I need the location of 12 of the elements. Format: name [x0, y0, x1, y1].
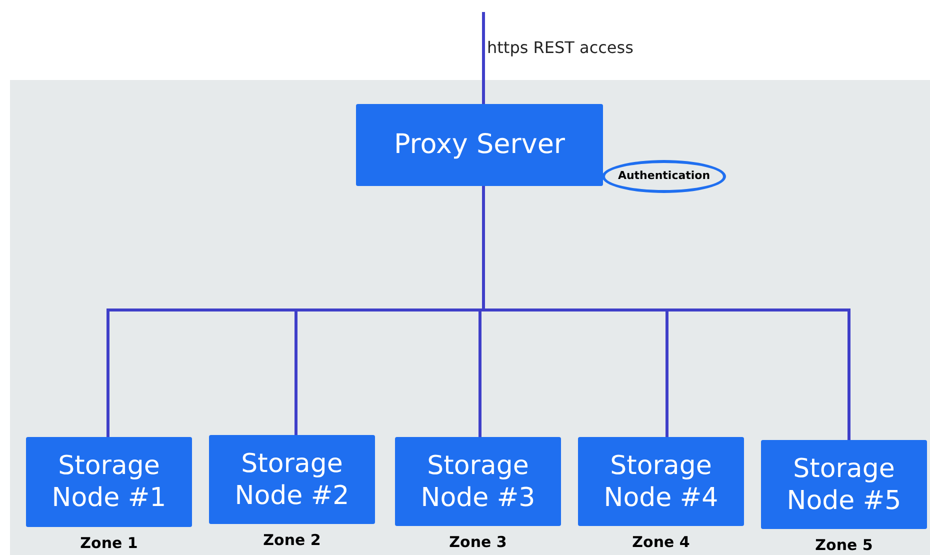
zone-label: Zone 2	[262, 530, 322, 551]
zone-label: Zone 1	[79, 533, 139, 554]
storage-node-box: Storage Node #1	[26, 437, 192, 527]
server-box: Proxy Server	[356, 104, 603, 186]
zone-label: Zone 4	[631, 532, 691, 553]
storage-node-box: Storage Node #4	[578, 437, 744, 526]
storage-node-box: Storage Node #3	[395, 437, 561, 526]
connector-line	[482, 12, 485, 104]
storage-node-box: Storage Node #5	[761, 440, 927, 529]
storage-node-box: Storage Node #2	[209, 435, 375, 524]
zone-label: Zone 3	[448, 532, 508, 553]
zone-label: Zone 5	[814, 535, 874, 555]
